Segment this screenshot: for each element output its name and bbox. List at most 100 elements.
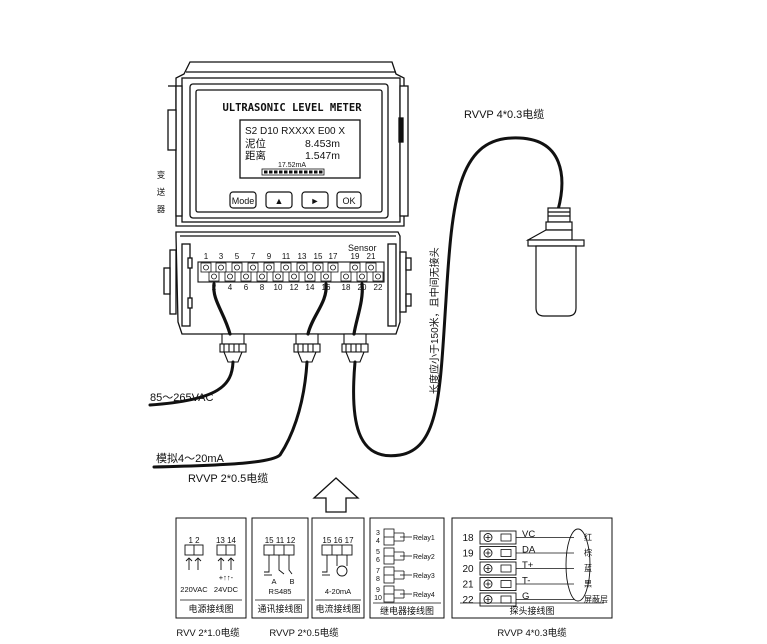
terminal-screw-icon <box>483 533 493 542</box>
current-pins: 15 16 17 <box>322 536 354 545</box>
cables <box>148 136 564 469</box>
analog-output-label: 模拟4～20mA <box>156 451 225 465</box>
probe-pin-number: 21 <box>462 580 474 591</box>
probe-cable-spec: RVVP 4*0.3电缆 <box>497 627 567 639</box>
terminal-screw-icon <box>483 548 493 558</box>
cable-glands <box>219 333 369 363</box>
bar-segment <box>284 170 288 174</box>
right-arrow-icon: ► <box>311 196 320 206</box>
bar-segment <box>274 170 278 174</box>
relay-label: Relay4 <box>413 592 435 599</box>
terminal-screw <box>365 262 377 273</box>
sensor-cable-internal <box>352 282 364 336</box>
up-button[interactable]: ▲ <box>265 191 293 209</box>
terminal-number: 6 <box>244 283 249 292</box>
power-wiring-panel: 1 2 13 14 220VAC +↑↑- 24VDC 电源接线图 <box>175 517 247 619</box>
terminal-number: 8 <box>260 283 265 292</box>
power-dc-label: 24VDC <box>214 585 239 594</box>
mode-button-label: Mode <box>232 196 255 206</box>
terminal-number: 17 <box>329 252 338 261</box>
wire-color-label: 屏蔽层 <box>584 594 608 604</box>
side-label-char: 送 <box>157 187 166 197</box>
bar-segment <box>294 170 298 174</box>
power-cable-gland <box>219 333 247 363</box>
ok-button[interactable]: OK <box>336 191 362 209</box>
sensor-cable-gland <box>341 333 369 363</box>
terminal-screw <box>288 271 300 282</box>
relay-pin-number: 10 <box>374 595 382 602</box>
up-arrow-icon <box>312 477 360 513</box>
bar-segment <box>314 170 318 174</box>
bar-segment <box>309 170 313 174</box>
power-pins-ac: 1 2 <box>188 536 200 545</box>
terminal-number: 10 <box>274 283 283 292</box>
lcd-bargraph <box>261 168 325 176</box>
side-label-char: 变 <box>157 170 166 180</box>
terminal-screw <box>349 262 361 273</box>
terminal-screw <box>272 271 284 282</box>
terminal-screw <box>231 262 243 273</box>
probe-pin-number: 20 <box>462 564 474 575</box>
terminal-screw-icon <box>483 579 493 589</box>
power-panel-title: 电源接线图 <box>188 603 233 614</box>
power-cable-spec: RVV 2*1.0电缆 <box>176 627 240 639</box>
rs485-wiring-icon <box>264 555 293 576</box>
cable-shield-icon <box>565 528 591 602</box>
bar-segment <box>264 170 268 174</box>
current-loop-icon <box>322 555 348 577</box>
probe-signal-label: T+ <box>522 560 534 571</box>
bar-segment <box>269 170 273 174</box>
comm-pins: 15 11 12 <box>265 536 296 545</box>
terminal-number: 18 <box>342 283 351 292</box>
ok-button-label: OK <box>342 196 355 206</box>
lcd-status-line: S2 D10 RXXXX E00 X <box>245 126 345 137</box>
bar-segment <box>304 170 308 174</box>
wire-color-label: 棕 <box>584 548 592 558</box>
terminal-screw-icon <box>483 564 493 573</box>
relay-contact-icon <box>394 551 412 561</box>
lcd-row2-label: 距离 <box>245 149 266 162</box>
terminal-number: 7 <box>251 252 256 261</box>
analog-cable <box>152 360 309 469</box>
terminal-screw <box>240 271 252 282</box>
bar-segment <box>299 170 303 174</box>
comm-panel-title: 通讯接线图 <box>257 603 302 614</box>
probe-signal-label: DA <box>522 545 536 556</box>
right-button[interactable]: ► <box>301 191 329 209</box>
relay-pin-number: 4 <box>376 538 380 545</box>
transmitter-side-label: 变 送 器 <box>157 170 166 214</box>
current-range-label: 4-20mA <box>325 587 351 596</box>
lcd-row1-value: 8.453m <box>305 138 340 150</box>
relay-label: Relay1 <box>413 535 435 542</box>
mode-button[interactable]: Mode <box>229 191 257 209</box>
terminal-screw <box>215 262 227 273</box>
terminal-number: 19 <box>351 252 360 261</box>
bar-segment <box>289 170 293 174</box>
terminal-number: 15 <box>314 252 323 261</box>
terminal-number: 22 <box>374 283 383 292</box>
rs485-b-label: B <box>289 577 294 586</box>
relay-pin-number: 6 <box>376 557 380 564</box>
terminal-number: 5 <box>235 252 240 261</box>
comm-cable-spec: RVVP 2*0.5电缆 <box>269 627 339 639</box>
sensor-label: Sensor <box>348 243 377 253</box>
relay-pin-number: 9 <box>376 587 380 594</box>
probe-signal-label: VC <box>522 529 535 540</box>
power-dc-polarity: +↑↑- <box>219 573 234 582</box>
terminal-number: 11 <box>282 252 291 261</box>
terminal-number: 21 <box>367 252 376 261</box>
side-label-char: 器 <box>157 204 166 214</box>
rs485-label: RS485 <box>269 587 292 596</box>
current-panel-title: 电流接线图 <box>315 603 360 614</box>
analog-cable-label: RVVP 2*0.5电缆 <box>188 472 268 485</box>
terminal-screw-icon <box>483 595 493 604</box>
power-pins-dc: 13 14 <box>216 536 237 545</box>
probe-signal-label: G <box>522 591 529 602</box>
terminal-screw <box>296 262 308 273</box>
